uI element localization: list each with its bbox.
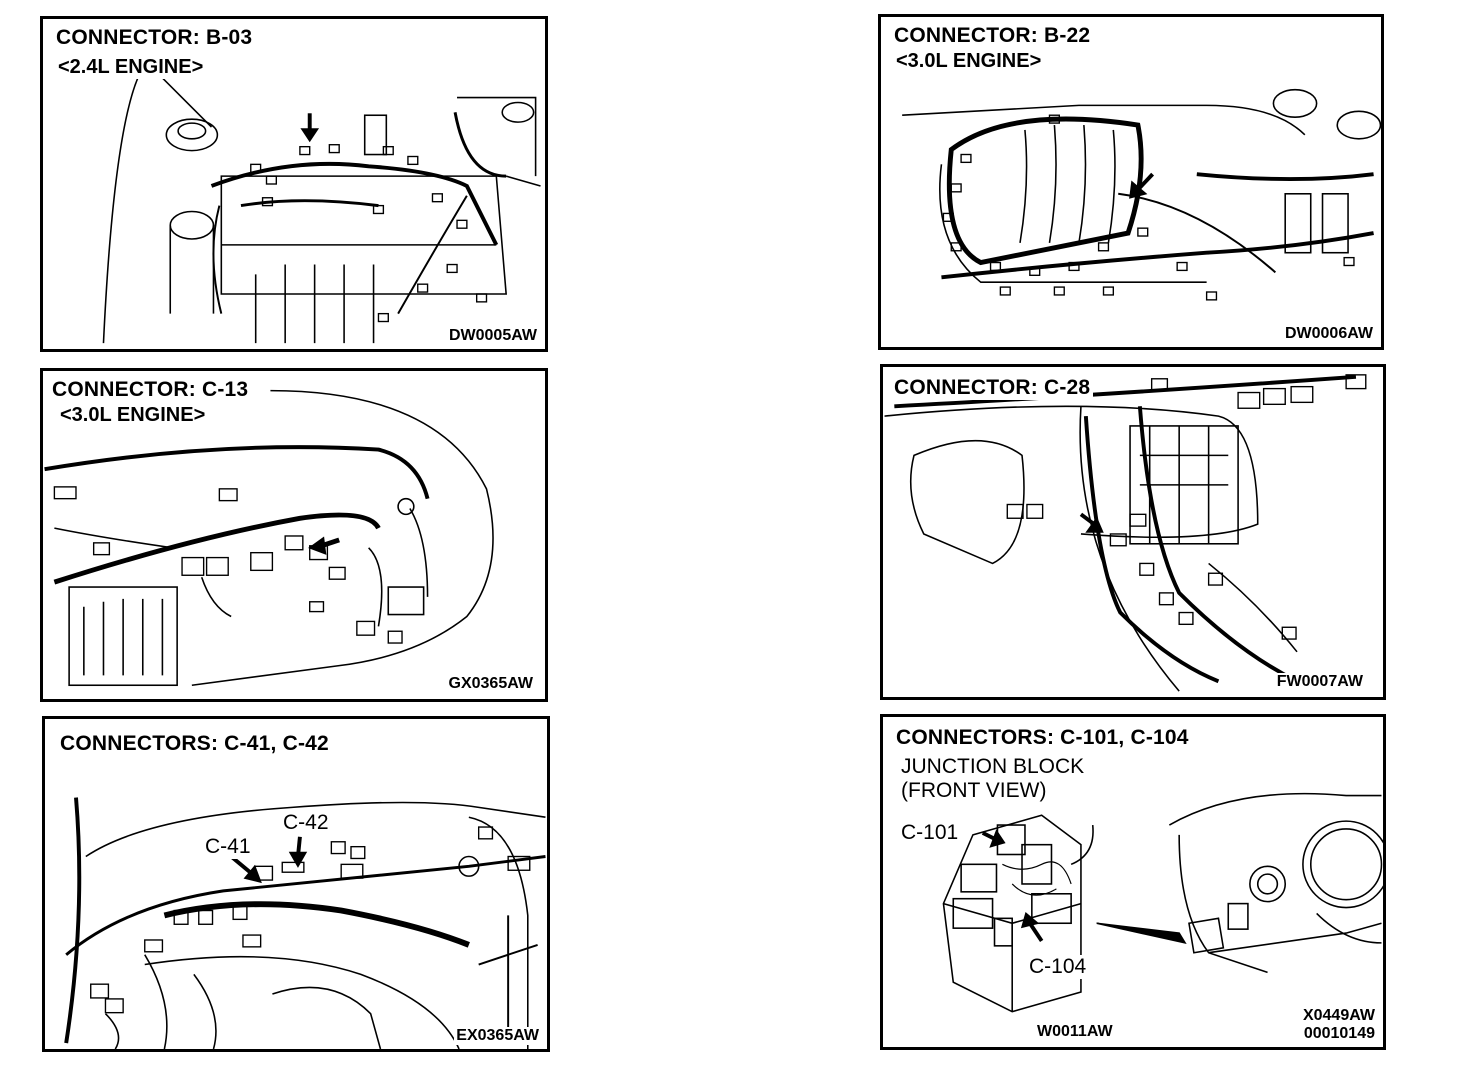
figure-code-right: X0449AW xyxy=(1300,1007,1377,1025)
figure-code-left: W0011AW xyxy=(1035,1023,1115,1041)
callout-c42: C-42 xyxy=(281,811,331,835)
panel-subtitle: <3.0L ENGINE> xyxy=(57,403,209,427)
dashboard-wiring-illustration xyxy=(64,797,546,1049)
figure-code: DW0005AW xyxy=(446,327,539,345)
panel-connectors-c101-c104: CONNECTORS: C-101, C-104 JUNCTION BLOCK … xyxy=(880,714,1386,1050)
panel-title: CONNECTOR: C-28 xyxy=(891,375,1094,400)
panel-connector-b03: CONNECTOR: B-03 <2.4L ENGINE> DW0005AW xyxy=(40,16,548,352)
panel-title: CONNECTOR: B-22 xyxy=(891,23,1094,48)
panel-title: CONNECTOR: C-13 xyxy=(49,377,252,402)
engine-bay-illustration xyxy=(102,77,541,344)
callout-c101: C-101 xyxy=(899,821,961,845)
front-view-label: (FRONT VIEW) xyxy=(901,779,1047,802)
junction-block-label: JUNCTION BLOCK xyxy=(901,755,1085,778)
callout-c41: C-41 xyxy=(203,835,253,859)
engine-bay-illustration xyxy=(902,88,1381,301)
junction-block-illustration xyxy=(942,792,1383,1013)
figure-code-reference: 00010149 xyxy=(1301,1025,1377,1043)
figure-code: FW0007AW xyxy=(1274,673,1365,691)
dashboard-wiring-illustration xyxy=(44,389,494,687)
panel-connector-b22: CONNECTOR: B-22 <3.0L ENGINE> DW0006AW xyxy=(878,14,1384,350)
callout-c104: C-104 xyxy=(1027,955,1089,979)
dashboard-wiring-illustration xyxy=(884,374,1367,692)
panel-connectors-c41-c42: CONNECTORS: C-41, C-42 C-41 C-42 EX0365A… xyxy=(42,716,550,1052)
figure-code: DW0006AW xyxy=(1282,325,1375,343)
panel-title: CONNECTOR: B-03 xyxy=(53,25,256,50)
panel-connector-c13: CONNECTOR: C-13 <3.0L ENGINE> GX0365AW xyxy=(40,368,548,702)
panel-connector-c28: CONNECTOR: C-28 FW0007AW xyxy=(880,364,1386,700)
panel-subtitle: <3.0L ENGINE> xyxy=(893,49,1045,73)
figure-code: EX0365AW xyxy=(454,1027,541,1045)
figure-code: GX0365AW xyxy=(446,675,535,693)
panel-title: CONNECTORS: C-41, C-42 xyxy=(57,731,332,756)
panel-title: CONNECTORS: C-101, C-104 xyxy=(893,725,1192,750)
panel-subtitle: <2.4L ENGINE> xyxy=(55,55,207,79)
